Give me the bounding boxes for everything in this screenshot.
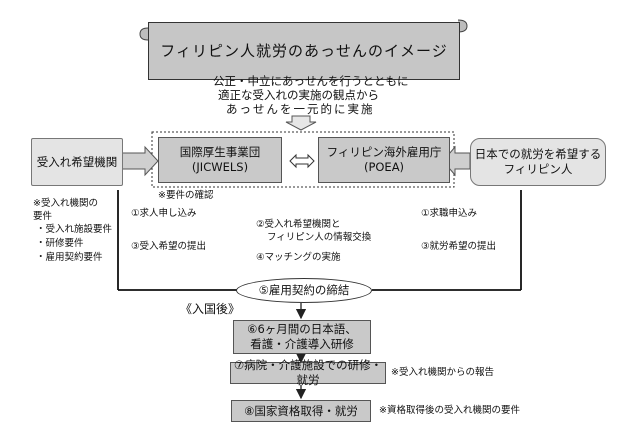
principle-line-3: あっせんを一元的に実施 <box>226 102 375 116</box>
contract-ellipse: ⑤雇用契約の締結 <box>236 278 372 303</box>
work-label: ⑦病院・介護施設での研修・就労 <box>233 358 383 387</box>
scroll-banner-curl-left <box>139 27 149 41</box>
left-note-5: ・雇用契約要件 <box>36 252 103 263</box>
step-left-3: ③受入希望の提出 <box>131 241 207 252</box>
left-note-1: ※受入れ機関の <box>33 198 98 209</box>
step-center-2a: ②受入れ希望機関と <box>256 219 341 230</box>
license-note: ※資格取得後の受入れ機関の要件 <box>379 405 520 416</box>
step-right-3: ③就労希望の提出 <box>421 241 497 252</box>
work-box: ⑦病院・介護施設での研修・就労 <box>230 358 386 387</box>
accepting-institution-box: 受入れ希望機関 <box>31 138 123 186</box>
poea-abbr: (POEA) <box>363 160 405 174</box>
principle-line-1: 公正・中立にあっせんを行うとともに <box>213 74 409 88</box>
jicwels-name: 国際厚生事業団 <box>179 145 261 159</box>
after-entry-label: 《入国後》 <box>180 302 241 316</box>
filipino-applicant-line-2: フィリピン人 <box>503 162 573 176</box>
filipino-applicant-line-1: 日本での就労を希望する <box>474 147 602 161</box>
step-center-2b: フィリピン人の情報交換 <box>267 232 372 243</box>
check-note: ※要件の確認 <box>158 190 214 201</box>
accepting-institution-label: 受入れ希望機関 <box>36 154 118 169</box>
left-note-4: ・研修要件 <box>36 238 84 249</box>
title-banner: フィリピン人就労のあっせんのイメージ <box>148 22 460 80</box>
page-title: フィリピン人就労のあっせんのイメージ <box>160 41 448 60</box>
training-line-2: 看護・介護導入研修 <box>250 337 354 351</box>
jicwels-box: 国際厚生事業団 (JICWELS) <box>158 137 282 183</box>
principle-line-2: 適正な受入れの実施の観点から <box>218 88 379 102</box>
work-note: ※受入れ機関からの報告 <box>391 367 494 378</box>
jicwels-abbr: (JICWELS) <box>191 160 249 174</box>
principle-arrow <box>285 115 317 131</box>
left-to-center-arrow <box>121 145 159 177</box>
double-arrow <box>289 153 315 169</box>
scroll-banner-curl-right <box>457 19 468 33</box>
left-note-2: 要件 <box>33 211 53 222</box>
step-right-1: ①求職申込み <box>421 208 478 219</box>
license-box: ⑧国家資格取得・就労 <box>231 400 371 422</box>
training-box: ⑥6ヶ月間の日本語、 看護・介護導入研修 <box>233 320 371 354</box>
step-center-4: ④マッチングの実施 <box>256 252 341 263</box>
step-left-1: ①求人申し込み <box>131 208 197 219</box>
poea-name: フィリピン海外雇用庁 <box>326 145 442 159</box>
license-label: ⑧国家資格取得・就労 <box>244 403 358 418</box>
filipino-applicant-box: 日本での就労を希望する フィリピン人 <box>470 138 606 186</box>
training-line-1: ⑥6ヶ月間の日本語、 <box>247 322 357 336</box>
contract-label: ⑤雇用契約の締結 <box>258 283 350 297</box>
poea-box: フィリピン海外雇用庁 (POEA) <box>318 137 450 183</box>
left-note-3: ・受入れ施設要件 <box>36 224 113 235</box>
